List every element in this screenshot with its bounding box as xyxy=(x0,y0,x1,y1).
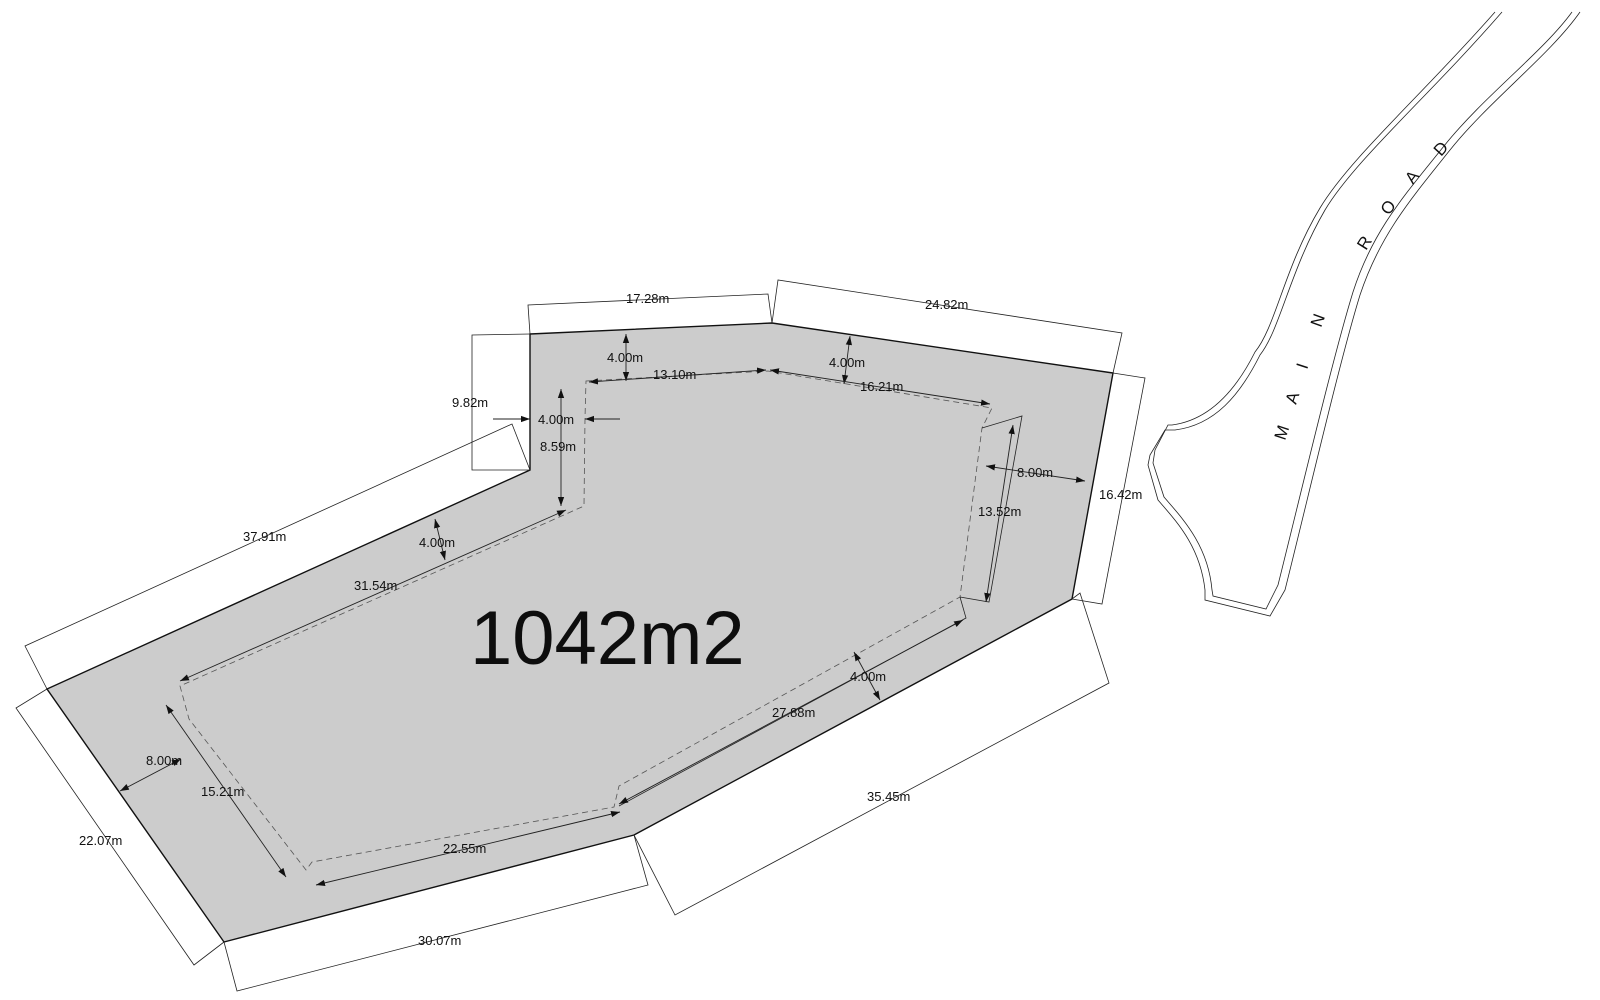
setback-diagonal: 4.00m xyxy=(419,535,455,550)
building-diagonal: 31.54m xyxy=(354,578,397,593)
dim-top-right: 24.82m xyxy=(925,297,968,312)
dim-left-notch: 9.82m xyxy=(452,395,488,410)
building-top-b: 16.21m xyxy=(860,379,903,394)
building-bottom: 22.55m xyxy=(443,841,486,856)
road-outer-edge xyxy=(1147,11,1581,617)
building-top-a: 13.10m xyxy=(653,367,696,382)
road-inner-edge xyxy=(1152,11,1573,610)
dim-lower-right: 35.45m xyxy=(867,789,910,804)
building-lower-right: 27.88m xyxy=(772,705,815,720)
dimension-lines xyxy=(119,334,1086,886)
building-right: 13.52m xyxy=(978,504,1021,519)
road-letter: D xyxy=(1430,138,1452,160)
dim-top-left: 17.28m xyxy=(626,291,669,306)
setback-top-a: 4.00m xyxy=(607,350,643,365)
road-letter: I xyxy=(1293,361,1313,371)
setback-right: 8.00m xyxy=(1017,465,1053,480)
setback-top-b: 4.00m xyxy=(829,355,865,370)
dim-left-end: 22.07m xyxy=(79,833,122,848)
dim-left-diagonal: 37.91m xyxy=(243,529,286,544)
road-letter: O xyxy=(1377,197,1400,219)
main-road: M A I N R O A D xyxy=(1147,11,1581,617)
building-notch-height: 8.59m xyxy=(540,439,576,454)
setback-left: 8.00m xyxy=(146,753,182,768)
building-left: 15.21m xyxy=(201,784,244,799)
dim-bottom: 30.07m xyxy=(418,933,461,948)
road-letter: N xyxy=(1307,311,1329,329)
plot-area-label: 1042m2 xyxy=(470,596,745,681)
road-letter: M xyxy=(1271,423,1293,442)
setback-notch: 4.00m xyxy=(538,412,574,427)
road-letter: A xyxy=(1401,166,1423,187)
road-letter: R xyxy=(1353,233,1376,253)
road-letter: A xyxy=(1282,389,1304,406)
setback-lower-right: 4.00m xyxy=(850,669,886,684)
dim-right-side: 16.42m xyxy=(1099,487,1142,502)
